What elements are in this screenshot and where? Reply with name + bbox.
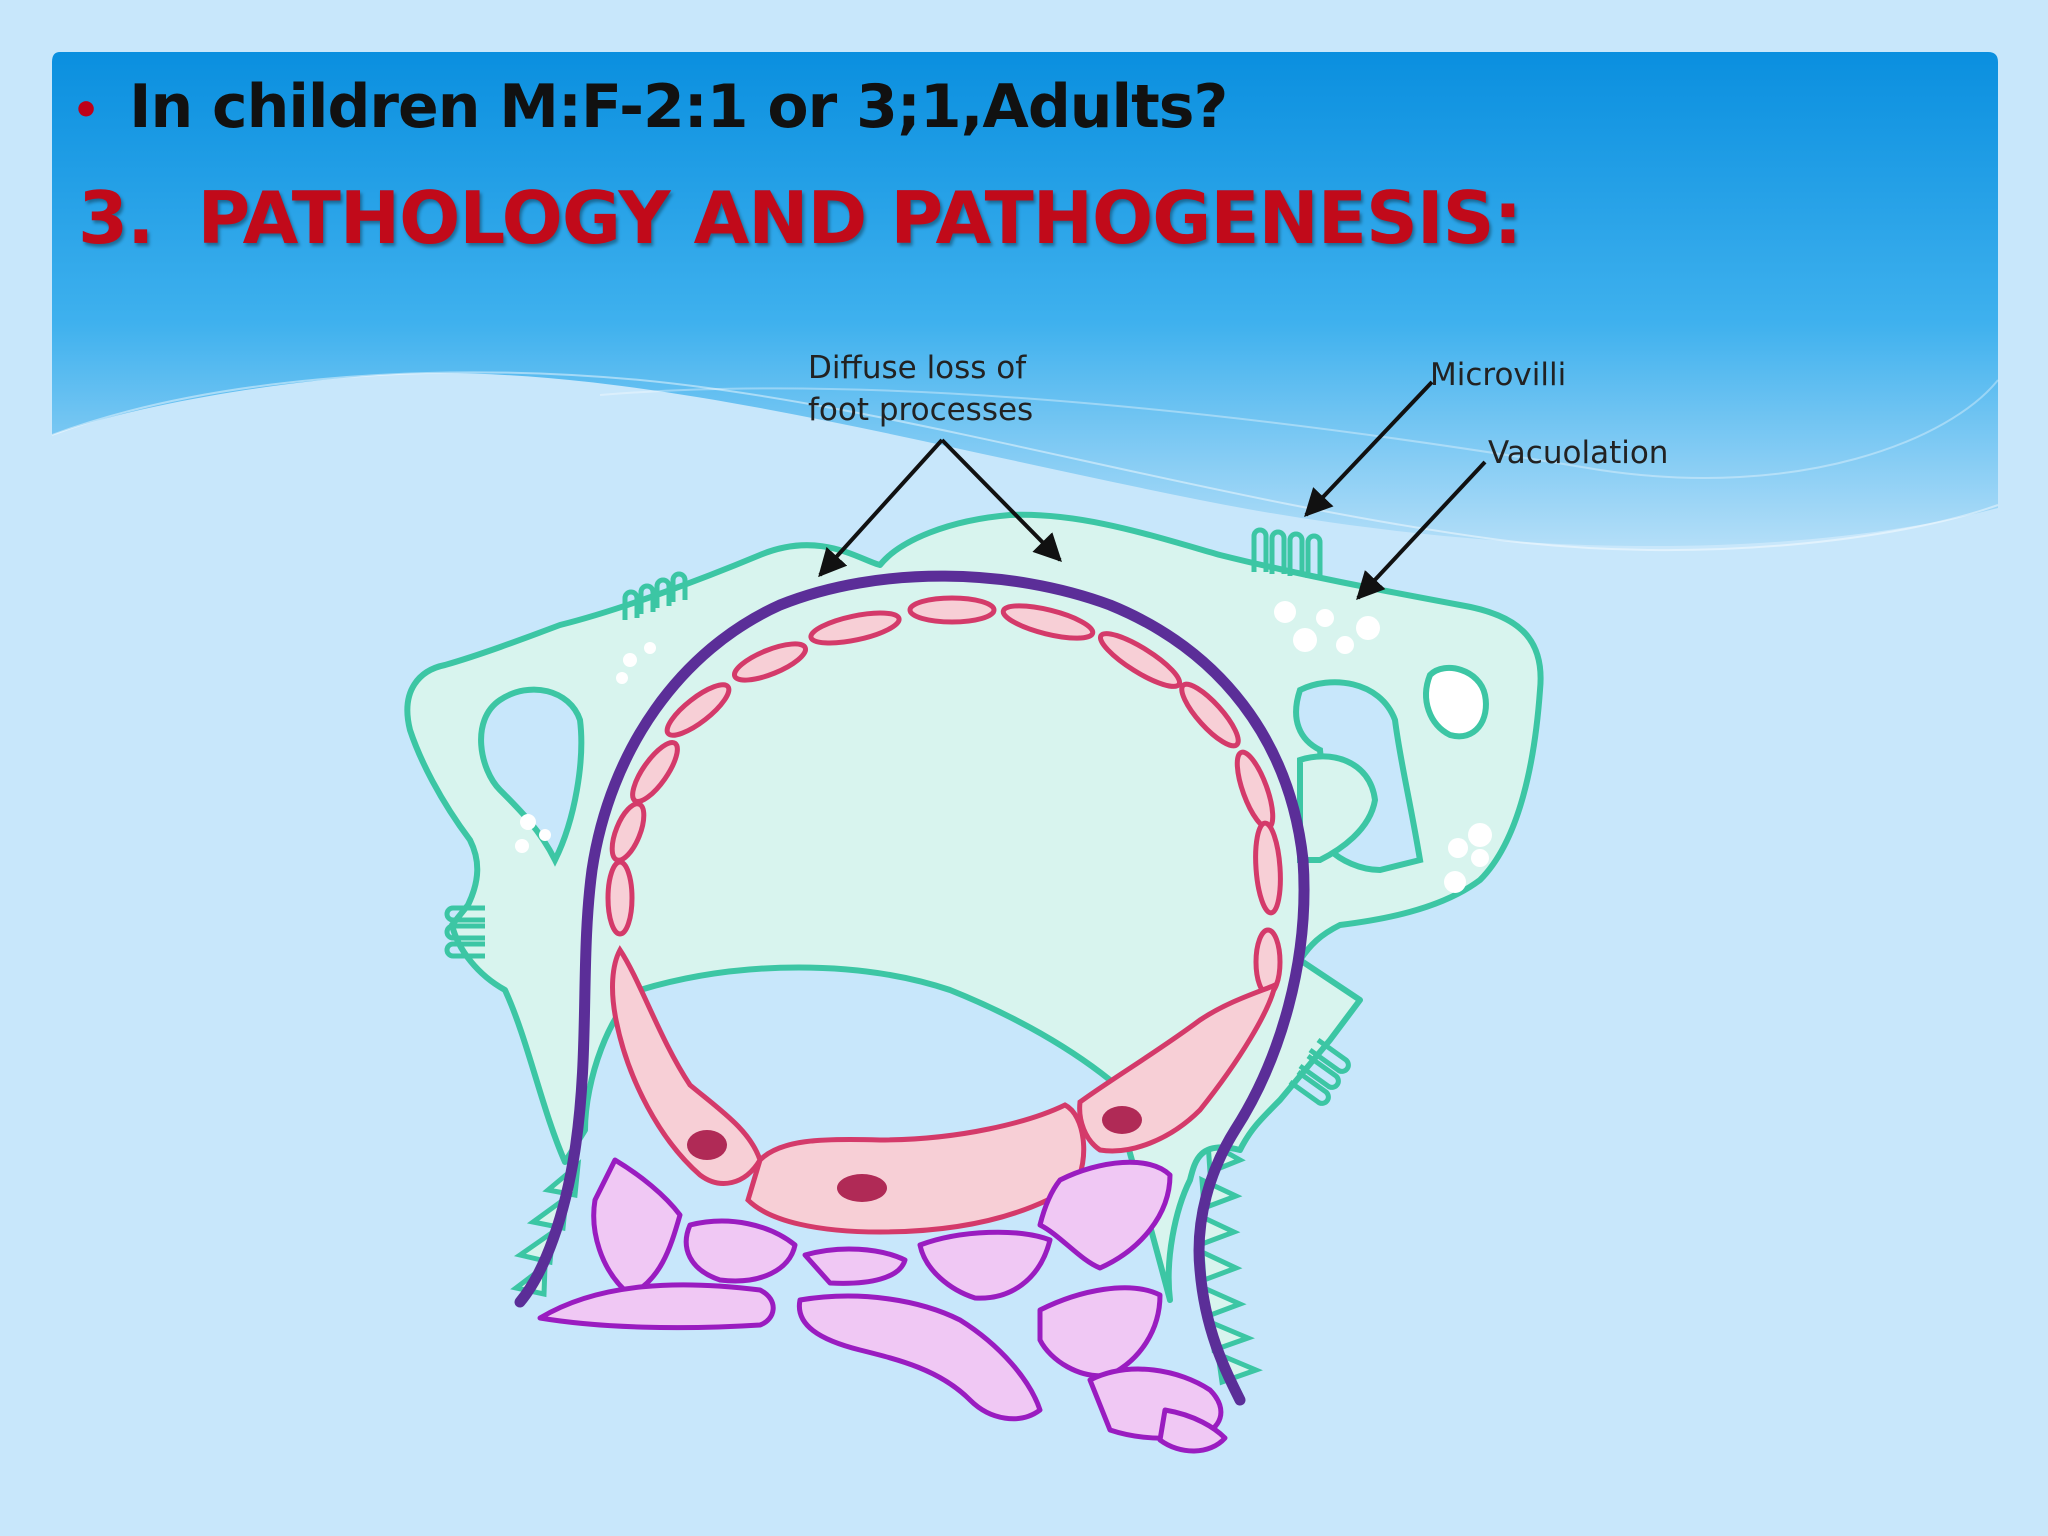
podocyte-opening-right-lower <box>1297 753 1379 863</box>
bullet-item: • In children M:F-2:1 or 3;1,Adults? <box>72 72 1228 142</box>
section-heading: 3. PATHOLOGY AND PATHOGENESIS: <box>78 176 1522 260</box>
heading-number: 3. <box>78 176 154 260</box>
microvilli-left-side <box>444 905 485 959</box>
mesangial-cells <box>537 1157 1228 1454</box>
label-diffuse-loss-line2: foot processes <box>808 392 1033 428</box>
microvilli-right-side <box>1288 1037 1351 1106</box>
label-arrows <box>818 380 1487 601</box>
vacuole-cluster <box>515 601 1492 893</box>
vacuole-large <box>1423 664 1489 740</box>
microvilli-top-right <box>1251 527 1323 578</box>
microvilli-top-left <box>622 571 688 620</box>
label-microvilli: Microvilli <box>1430 357 1566 393</box>
endothelial-nuclei <box>687 1106 1142 1202</box>
header-banner <box>52 52 1998 547</box>
label-vacuolation: Vacuolation <box>1488 435 1668 471</box>
podocyte-opening-left <box>478 686 585 867</box>
bullet-dot-icon: • <box>72 84 100 136</box>
heading-text: PATHOLOGY AND PATHOGENESIS: <box>197 176 1522 260</box>
bullet-text: In children M:F-2:1 or 3;1,Adults? <box>129 72 1228 142</box>
label-diffuse-loss-line1: Diffuse loss of <box>808 350 1027 386</box>
glomerular-basement-membrane <box>514 570 1310 1406</box>
